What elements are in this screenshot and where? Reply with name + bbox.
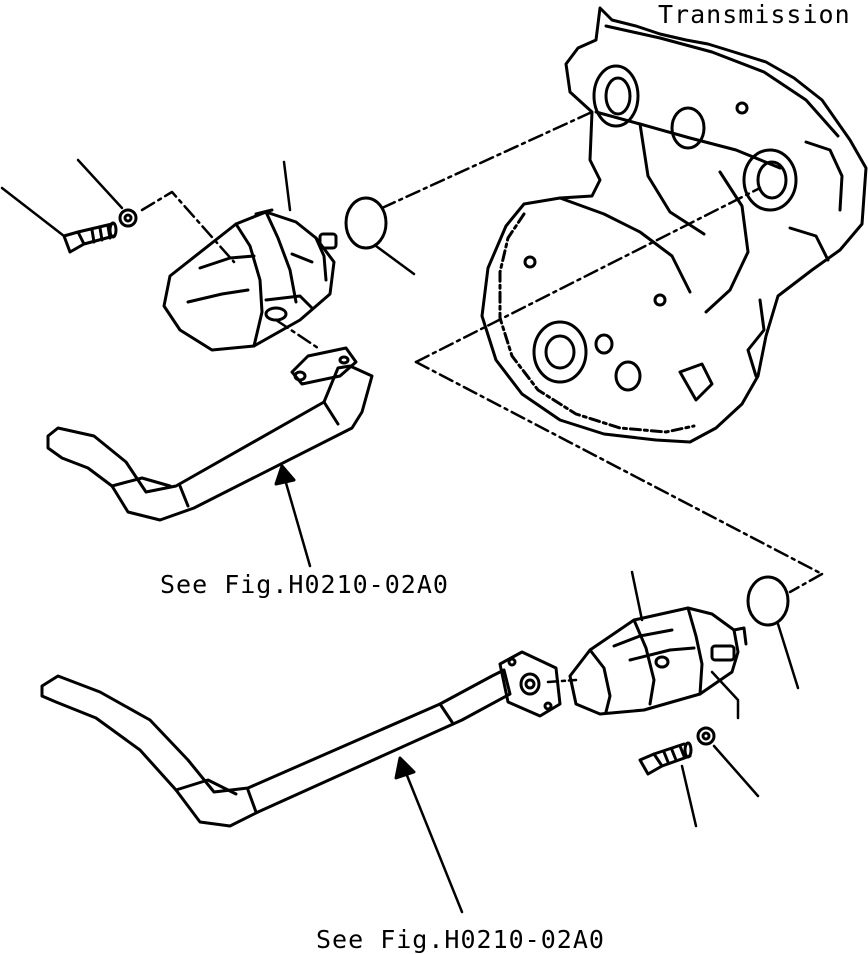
lower-pump xyxy=(568,606,748,716)
lower-washer xyxy=(696,726,716,746)
lower-flange xyxy=(498,650,562,718)
transmission-label: Transmission xyxy=(658,0,851,29)
reference-arrow-lower xyxy=(394,756,464,914)
upper-o-ring xyxy=(344,196,388,250)
lower-hose xyxy=(40,668,512,828)
upper-flange xyxy=(290,346,358,386)
upper-bolt xyxy=(62,221,118,254)
see-figure-reference-upper: See Fig.H0210-02A0 xyxy=(160,570,449,599)
lower-bolt xyxy=(638,741,693,776)
upper-washer xyxy=(118,208,138,228)
transmission-housing xyxy=(480,6,868,444)
upper-hose xyxy=(46,364,374,522)
reference-arrow-upper xyxy=(274,464,312,568)
leader-lines xyxy=(0,110,824,828)
upper-pump xyxy=(162,208,338,352)
see-figure-reference-lower: See Fig.H0210-02A0 xyxy=(316,925,605,954)
lower-o-ring xyxy=(746,575,790,627)
